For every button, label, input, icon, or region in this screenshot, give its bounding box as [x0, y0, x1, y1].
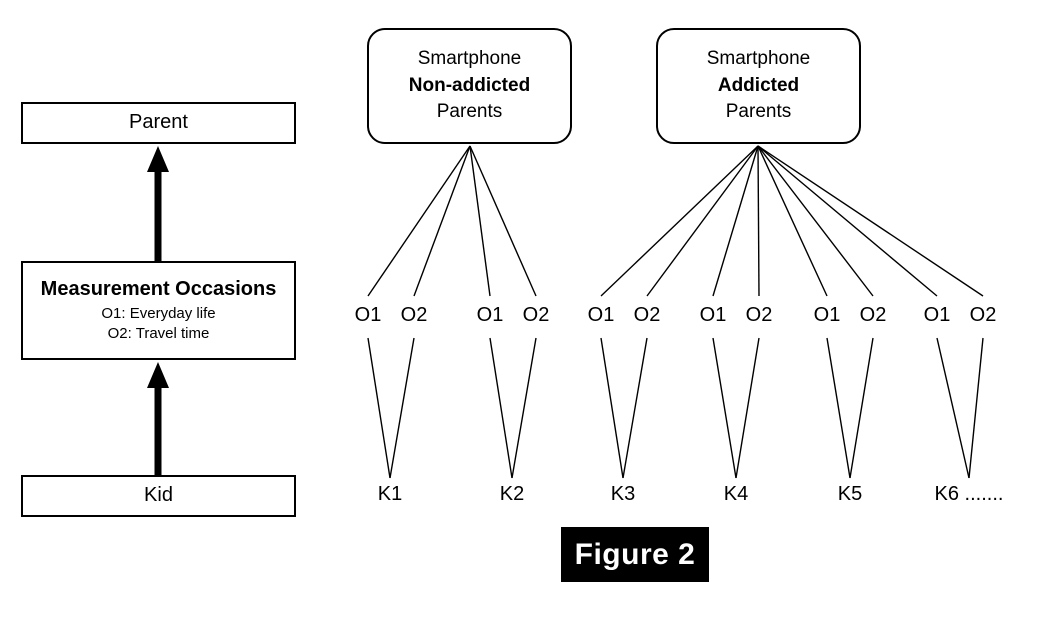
- tree-edges: [367, 145, 984, 479]
- edge-group-to-occasion: [757, 145, 828, 297]
- level-subline-o2: O2: Travel time: [107, 324, 210, 342]
- edge-group-to-occasion: [757, 145, 984, 297]
- occasion-label-o1: O1: [354, 304, 382, 326]
- edge-occasion-to-kid: [826, 337, 851, 479]
- arrow-kid-to-occasions: [147, 362, 169, 476]
- group-box-non-addicted: Smartphone Non-addicted Parents: [367, 28, 572, 144]
- kid-label-k2: K2: [499, 483, 525, 505]
- edge-occasion-to-kid: [489, 337, 513, 479]
- kid-label-k6: K6 .......: [934, 483, 1004, 505]
- edge-group-to-occasion: [600, 145, 759, 297]
- edge-occasion-to-kid: [367, 337, 391, 479]
- level-title-kid: Kid: [144, 484, 173, 507]
- kid-label-k5: K5: [837, 483, 863, 505]
- group-line-smartphone: Smartphone: [417, 47, 522, 69]
- occasion-label-o1: O1: [476, 304, 504, 326]
- edge-occasion-to-kid: [712, 337, 737, 479]
- edge-group-to-occasion: [469, 145, 537, 297]
- edge-occasion-to-kid: [735, 337, 760, 479]
- occasion-label-o2: O2: [522, 304, 550, 326]
- edge-group-to-occasion: [413, 145, 471, 297]
- edge-group-to-occasion: [757, 145, 760, 297]
- arrow-occasions-to-parent: [147, 146, 169, 262]
- level-box-measurement-occasions: Measurement Occasions O1: Everyday life …: [21, 261, 296, 360]
- figure-caption: Figure 2: [561, 527, 709, 582]
- group-line-parents: Parents: [725, 101, 792, 123]
- edge-occasion-to-kid: [389, 337, 415, 479]
- kid-label-k4: K4: [723, 483, 749, 505]
- kid-label-k3: K3: [610, 483, 636, 505]
- occasion-label-o1: O1: [587, 304, 615, 326]
- occasion-label-o1: O1: [813, 304, 841, 326]
- hierarchy-arrows: [147, 146, 169, 476]
- level-box-parent: Parent: [21, 102, 296, 144]
- occasion-label-o1: O1: [923, 304, 951, 326]
- occasion-label-o2: O2: [633, 304, 661, 326]
- edge-occasion-to-kid: [936, 337, 970, 479]
- edge-occasion-to-kid: [511, 337, 537, 479]
- group-line-non-addicted: Non-addicted: [408, 74, 531, 96]
- occasion-label-o1: O1: [699, 304, 727, 326]
- occasion-label-o2: O2: [859, 304, 887, 326]
- edge-occasion-to-kid: [968, 337, 984, 479]
- occasion-label-o2: O2: [969, 304, 997, 326]
- edge-group-to-occasion: [367, 145, 471, 297]
- level-subline-o1: O1: Everyday life: [101, 305, 216, 323]
- group-line-smartphone: Smartphone: [706, 47, 811, 69]
- level-title-measurement-occasions: Measurement Occasions: [40, 277, 277, 300]
- kid-label-k1: K1: [377, 483, 403, 505]
- group-line-parents: Parents: [436, 101, 503, 123]
- edge-occasion-to-kid: [600, 337, 624, 479]
- level-box-kid: Kid: [21, 475, 296, 517]
- edge-group-to-occasion: [712, 145, 759, 297]
- edge-group-to-occasion: [469, 145, 491, 297]
- group-box-addicted: Smartphone Addicted Parents: [656, 28, 861, 144]
- edge-group-to-occasion: [757, 145, 938, 297]
- occasion-label-o2: O2: [400, 304, 428, 326]
- edge-occasion-to-kid: [849, 337, 874, 479]
- edge-occasion-to-kid: [622, 337, 648, 479]
- edge-group-to-occasion: [646, 145, 759, 297]
- occasion-label-o2: O2: [745, 304, 773, 326]
- edge-group-to-occasion: [757, 145, 874, 297]
- level-title-parent: Parent: [129, 111, 188, 134]
- group-line-addicted: Addicted: [717, 74, 800, 96]
